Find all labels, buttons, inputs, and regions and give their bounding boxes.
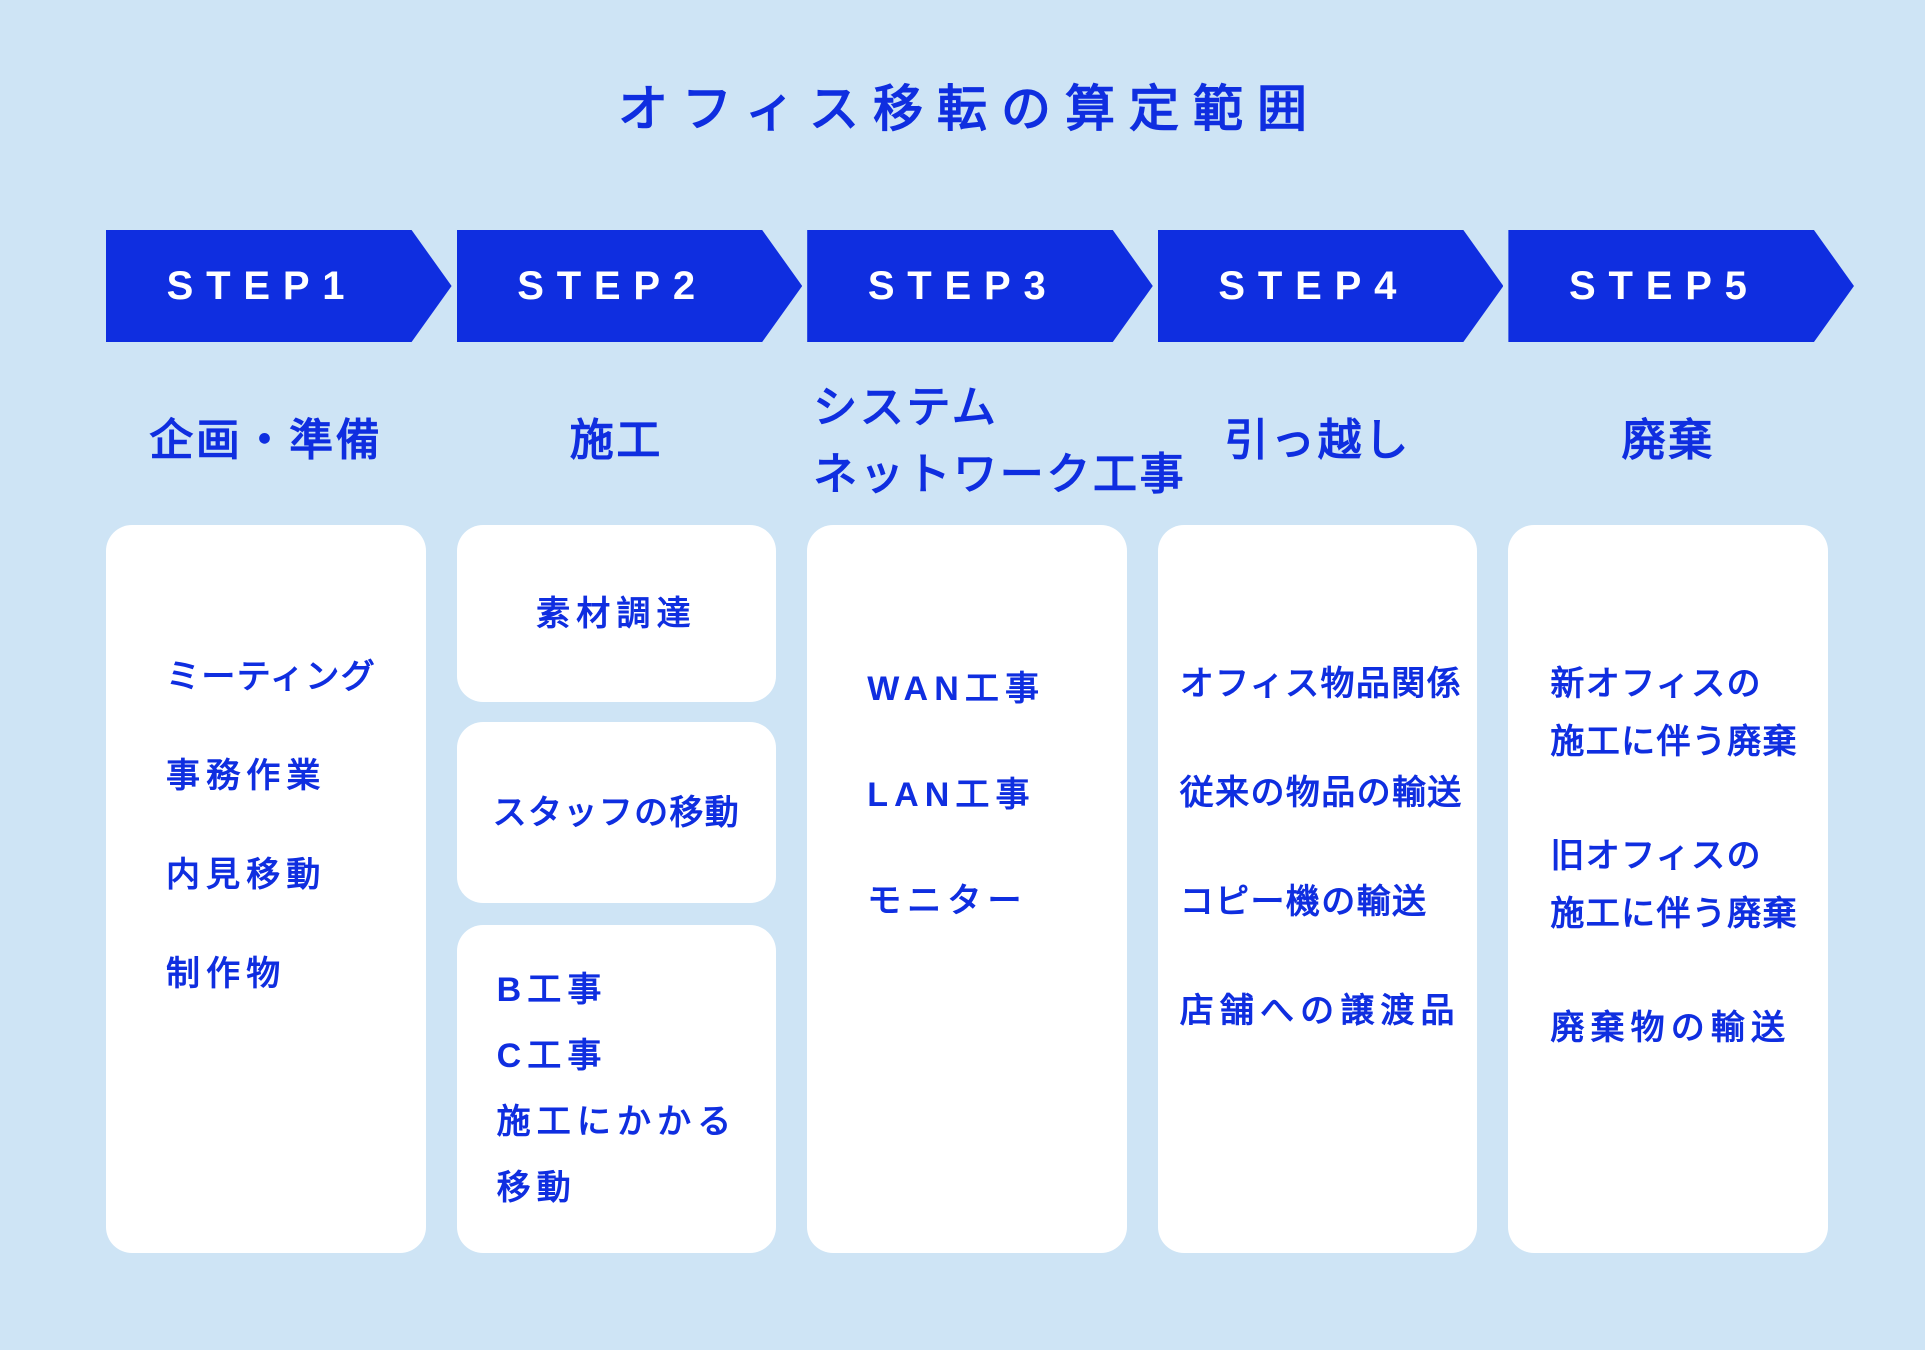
card-item-line: 施工に伴う廃棄 <box>1550 895 1798 933</box>
category-label: 引っ越し <box>1224 416 1411 465</box>
card-item: 素材調達 <box>536 594 697 633</box>
card-item: 内見移動 <box>166 856 327 894</box>
card-item-line: 旧オフィスの <box>1550 837 1762 875</box>
step2-arrow: STEP2 <box>457 230 803 342</box>
category-line-2: ネットワーク工事 <box>813 449 1187 499</box>
category-label: 企画・準備 <box>149 416 383 465</box>
card-item: 制作物 <box>166 955 287 993</box>
category-labels-row: 企画・準備 施工 システム ネットワーク工事 引っ越し 廃棄 <box>106 342 1828 525</box>
card-item: スタッフの移動 <box>492 793 741 832</box>
step2-column: STEP2 <box>457 230 777 342</box>
step-arrows-row: STEP1 STEP2 STEP3 STEP4 STEP5 <box>106 230 1828 342</box>
step5-card-cell: 新オフィスの 施工に伴う廃棄 旧オフィスの 施工に伴う廃棄 廃棄物の輸送 <box>1508 525 1828 1253</box>
category-step4: 引っ越し <box>1158 342 1478 525</box>
card-item: LAN工事 <box>867 776 1036 814</box>
cards-row: ミーティング 事務作業 内見移動 制作物 素材調達 スタッフの移動 B工事 <box>106 525 1828 1253</box>
card-item: B工事 <box>496 971 608 1009</box>
step1-card-cell: ミーティング 事務作業 内見移動 制作物 <box>106 525 426 1253</box>
card-item: 事務作業 <box>166 757 327 795</box>
card-item-multiline: 旧オフィスの 施工に伴う廃棄 <box>1550 827 1820 943</box>
category-label: 廃棄 <box>1621 416 1715 465</box>
category-step1: 企画・準備 <box>106 342 426 525</box>
step3-card: WAN工事 LAN工事 モニター <box>807 525 1127 1253</box>
step4-arrow-label: STEP4 <box>1218 263 1410 308</box>
step5-card: 新オフィスの 施工に伴う廃棄 旧オフィスの 施工に伴う廃棄 廃棄物の輸送 <box>1508 525 1828 1253</box>
step1-arrow: STEP1 <box>106 230 452 342</box>
step5-arrow: STEP5 <box>1508 230 1854 342</box>
card-item: C工事 <box>496 1037 608 1075</box>
step4-card-cell: オフィス物品関係 従来の物品の輸送 コピー機の輸送 店舗への譲渡品 <box>1157 525 1478 1253</box>
step3-arrow-label: STEP3 <box>867 263 1059 308</box>
category-label: システム ネットワーク工事 <box>807 374 1186 508</box>
step2-box-stack: 素材調達 スタッフの移動 B工事 C工事 施工にかかる 移動 <box>456 525 777 1253</box>
page-title: オフィス移転の算定範囲 <box>618 81 1321 137</box>
card-item: オフィス物品関係 <box>1179 665 1462 703</box>
card-item: 店舗への譲渡品 <box>1179 992 1461 1030</box>
category-line-1: システム <box>813 382 999 432</box>
card-item-multiline: 新オフィスの 施工に伴う廃棄 <box>1550 655 1820 771</box>
category-step2: 施工 <box>457 342 777 525</box>
step1-column: STEP1 <box>106 230 426 342</box>
category-label: 施工 <box>569 416 664 465</box>
card-item-line: 新オフィスの <box>1550 665 1762 703</box>
step1-arrow-label: STEP1 <box>166 263 358 308</box>
card-item: WAN工事 <box>867 670 1046 708</box>
card-item: 廃棄物の輸送 <box>1550 1009 1792 1047</box>
step4-column: STEP4 <box>1158 230 1478 342</box>
card-item-line: 施工に伴う廃棄 <box>1550 723 1798 761</box>
step1-card: ミーティング 事務作業 内見移動 制作物 <box>106 525 426 1253</box>
step2-arrow-label: STEP2 <box>517 263 708 308</box>
card-item: モニター <box>867 882 1028 920</box>
steps-grid: STEP1 STEP2 STEP3 STEP4 STEP5 <box>106 230 1828 1253</box>
card-item: ミーティング <box>166 658 377 696</box>
step5-column: STEP5 <box>1508 230 1828 342</box>
step2-box-2: スタッフの移動 <box>456 722 777 903</box>
category-step5: 廃棄 <box>1508 342 1828 525</box>
step3-arrow: STEP3 <box>807 230 1153 342</box>
step4-arrow: STEP4 <box>1158 230 1504 342</box>
step3-card-cell: WAN工事 LAN工事 モニター <box>807 525 1127 1253</box>
step2-card-cell: 素材調達 スタッフの移動 B工事 C工事 施工にかかる 移動 <box>456 525 777 1253</box>
card-item: 施工にかかる <box>496 1103 738 1141</box>
step3-column: STEP3 <box>807 230 1127 342</box>
category-step3: システム ネットワーク工事 <box>807 342 1183 525</box>
card-item: 移動 <box>496 1169 577 1207</box>
step2-box-1: 素材調達 <box>456 525 777 702</box>
step2-box-3: B工事 C工事 施工にかかる 移動 <box>456 925 777 1253</box>
card-item: 従来の物品の輸送 <box>1179 774 1463 812</box>
step5-arrow-label: STEP5 <box>1569 263 1760 308</box>
card-item: コピー機の輸送 <box>1179 883 1428 921</box>
step4-card: オフィス物品関係 従来の物品の輸送 コピー機の輸送 店舗への譲渡品 <box>1157 525 1478 1253</box>
